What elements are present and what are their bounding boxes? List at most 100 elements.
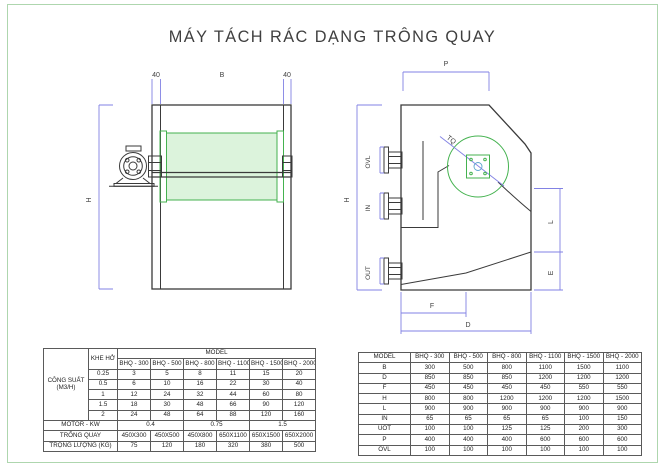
table-cell: 6	[117, 378, 151, 391]
table-cell: 100	[410, 444, 450, 456]
table-cell: 300	[602, 424, 642, 436]
table-cell: 850	[448, 372, 488, 384]
table-cell: 800	[410, 393, 450, 405]
table-cell: 600	[525, 434, 565, 446]
table-cell: 450X500	[150, 430, 184, 442]
table-cell: 500	[448, 362, 488, 374]
table-cell: 3	[117, 368, 151, 380]
table-cell: CÔNG SUẤT (M3/H)	[43, 347, 89, 422]
table-cell: 600	[564, 434, 604, 446]
table-cell: MOTOR - KW	[43, 420, 118, 432]
table-cell: 650X1500	[249, 430, 283, 442]
side-top-dimension-line	[402, 71, 490, 91]
table-cell: 320	[216, 440, 250, 452]
table-cell: 450X800	[183, 430, 217, 442]
dim-label-d: D	[465, 322, 470, 329]
table-cell: 120	[281, 399, 317, 411]
table-cell: 5	[150, 368, 184, 380]
table-cell: 1200	[602, 372, 642, 384]
technical-drawing: 40 B 40 H	[86, 61, 563, 334]
table-cell: MODEL	[116, 347, 317, 360]
table-cell: 64	[183, 409, 217, 422]
dim-label-40-left: 40	[152, 72, 160, 79]
table-cell: 65	[487, 413, 527, 426]
side-view: P H TQ	[344, 61, 563, 334]
table-cell: TRỌNG LƯỢNG (KG)	[43, 440, 118, 452]
table-cell: 400	[448, 434, 488, 446]
table-cell: BHQ - 1100	[525, 351, 565, 364]
table-cell: MODEL	[358, 351, 411, 364]
table-cell: 800	[448, 393, 488, 405]
table-cell: BHQ - 2000	[602, 351, 642, 364]
table-cell: 100	[487, 444, 527, 456]
table-cell: 48	[183, 399, 217, 411]
table-cell: 20	[281, 368, 317, 380]
table-cell: 450	[410, 382, 450, 395]
table-cell: 1200	[525, 372, 565, 384]
table-cell: 60	[249, 389, 283, 401]
table-cell: 450X300	[117, 430, 151, 442]
drum-axis-line	[439, 136, 505, 187]
table-cell: OVL	[358, 444, 411, 456]
table-cell: BHQ - 1100	[216, 358, 250, 370]
housing-interior-lines	[400, 141, 532, 285]
motor-icon	[109, 145, 158, 187]
table-cell: 900	[564, 403, 604, 415]
pipe-inlet: IN	[365, 192, 403, 220]
table-cell: 1500	[602, 393, 642, 405]
table-cell: 400	[487, 434, 527, 446]
table-cell: 900	[410, 403, 450, 415]
dim-label-h-side: H	[344, 197, 351, 202]
table-cell: 650X1100	[216, 430, 250, 442]
table-cell: 550	[564, 382, 604, 395]
pipe-label-out: OUT	[365, 266, 372, 280]
table-cell: 75	[117, 440, 151, 452]
table-cell: 2	[88, 409, 118, 422]
table-cell: 380	[249, 440, 283, 452]
table-cell: 160	[281, 409, 317, 422]
table-cell: 65	[525, 413, 565, 426]
table-cell: BHQ - 2000	[281, 358, 317, 370]
table-cell: 1500	[564, 362, 604, 374]
table-cell: 850	[410, 372, 450, 384]
table-cell: 22	[216, 378, 250, 391]
table-cell: BHQ - 1500	[249, 358, 283, 370]
dim-label-h-front: H	[86, 197, 93, 202]
table-cell: 16	[183, 378, 217, 391]
table-cell: D	[358, 372, 411, 384]
table-cell: 125	[487, 424, 527, 436]
table-cell: 100	[602, 444, 642, 456]
table-cell: 800	[487, 362, 527, 374]
table-cell: 0.4	[117, 420, 184, 432]
page-title: MÁY TÁCH RÁC DẠNG TRÔNG QUAY	[168, 27, 497, 46]
table-cell: B	[358, 362, 411, 374]
table-cell: 650X2000	[281, 430, 317, 442]
table-cell: 450	[448, 382, 488, 395]
table-cell: 100	[564, 413, 604, 426]
table-cell: 150	[602, 413, 642, 426]
housing-outline	[400, 104, 532, 291]
right-dimension-lines	[534, 188, 563, 291]
dim-label-f: F	[430, 303, 434, 310]
pipe-overflow: OVL	[365, 146, 403, 174]
table-cell: BHQ - 300	[117, 358, 151, 370]
table-cell: 1200	[564, 393, 604, 405]
table-cell: 550	[602, 382, 642, 395]
table-cell: 65	[410, 413, 450, 426]
dim-label-40-right: 40	[283, 72, 291, 79]
table-cell: TRỐNG QUAY	[43, 430, 118, 442]
table-cell: 44	[216, 389, 250, 401]
